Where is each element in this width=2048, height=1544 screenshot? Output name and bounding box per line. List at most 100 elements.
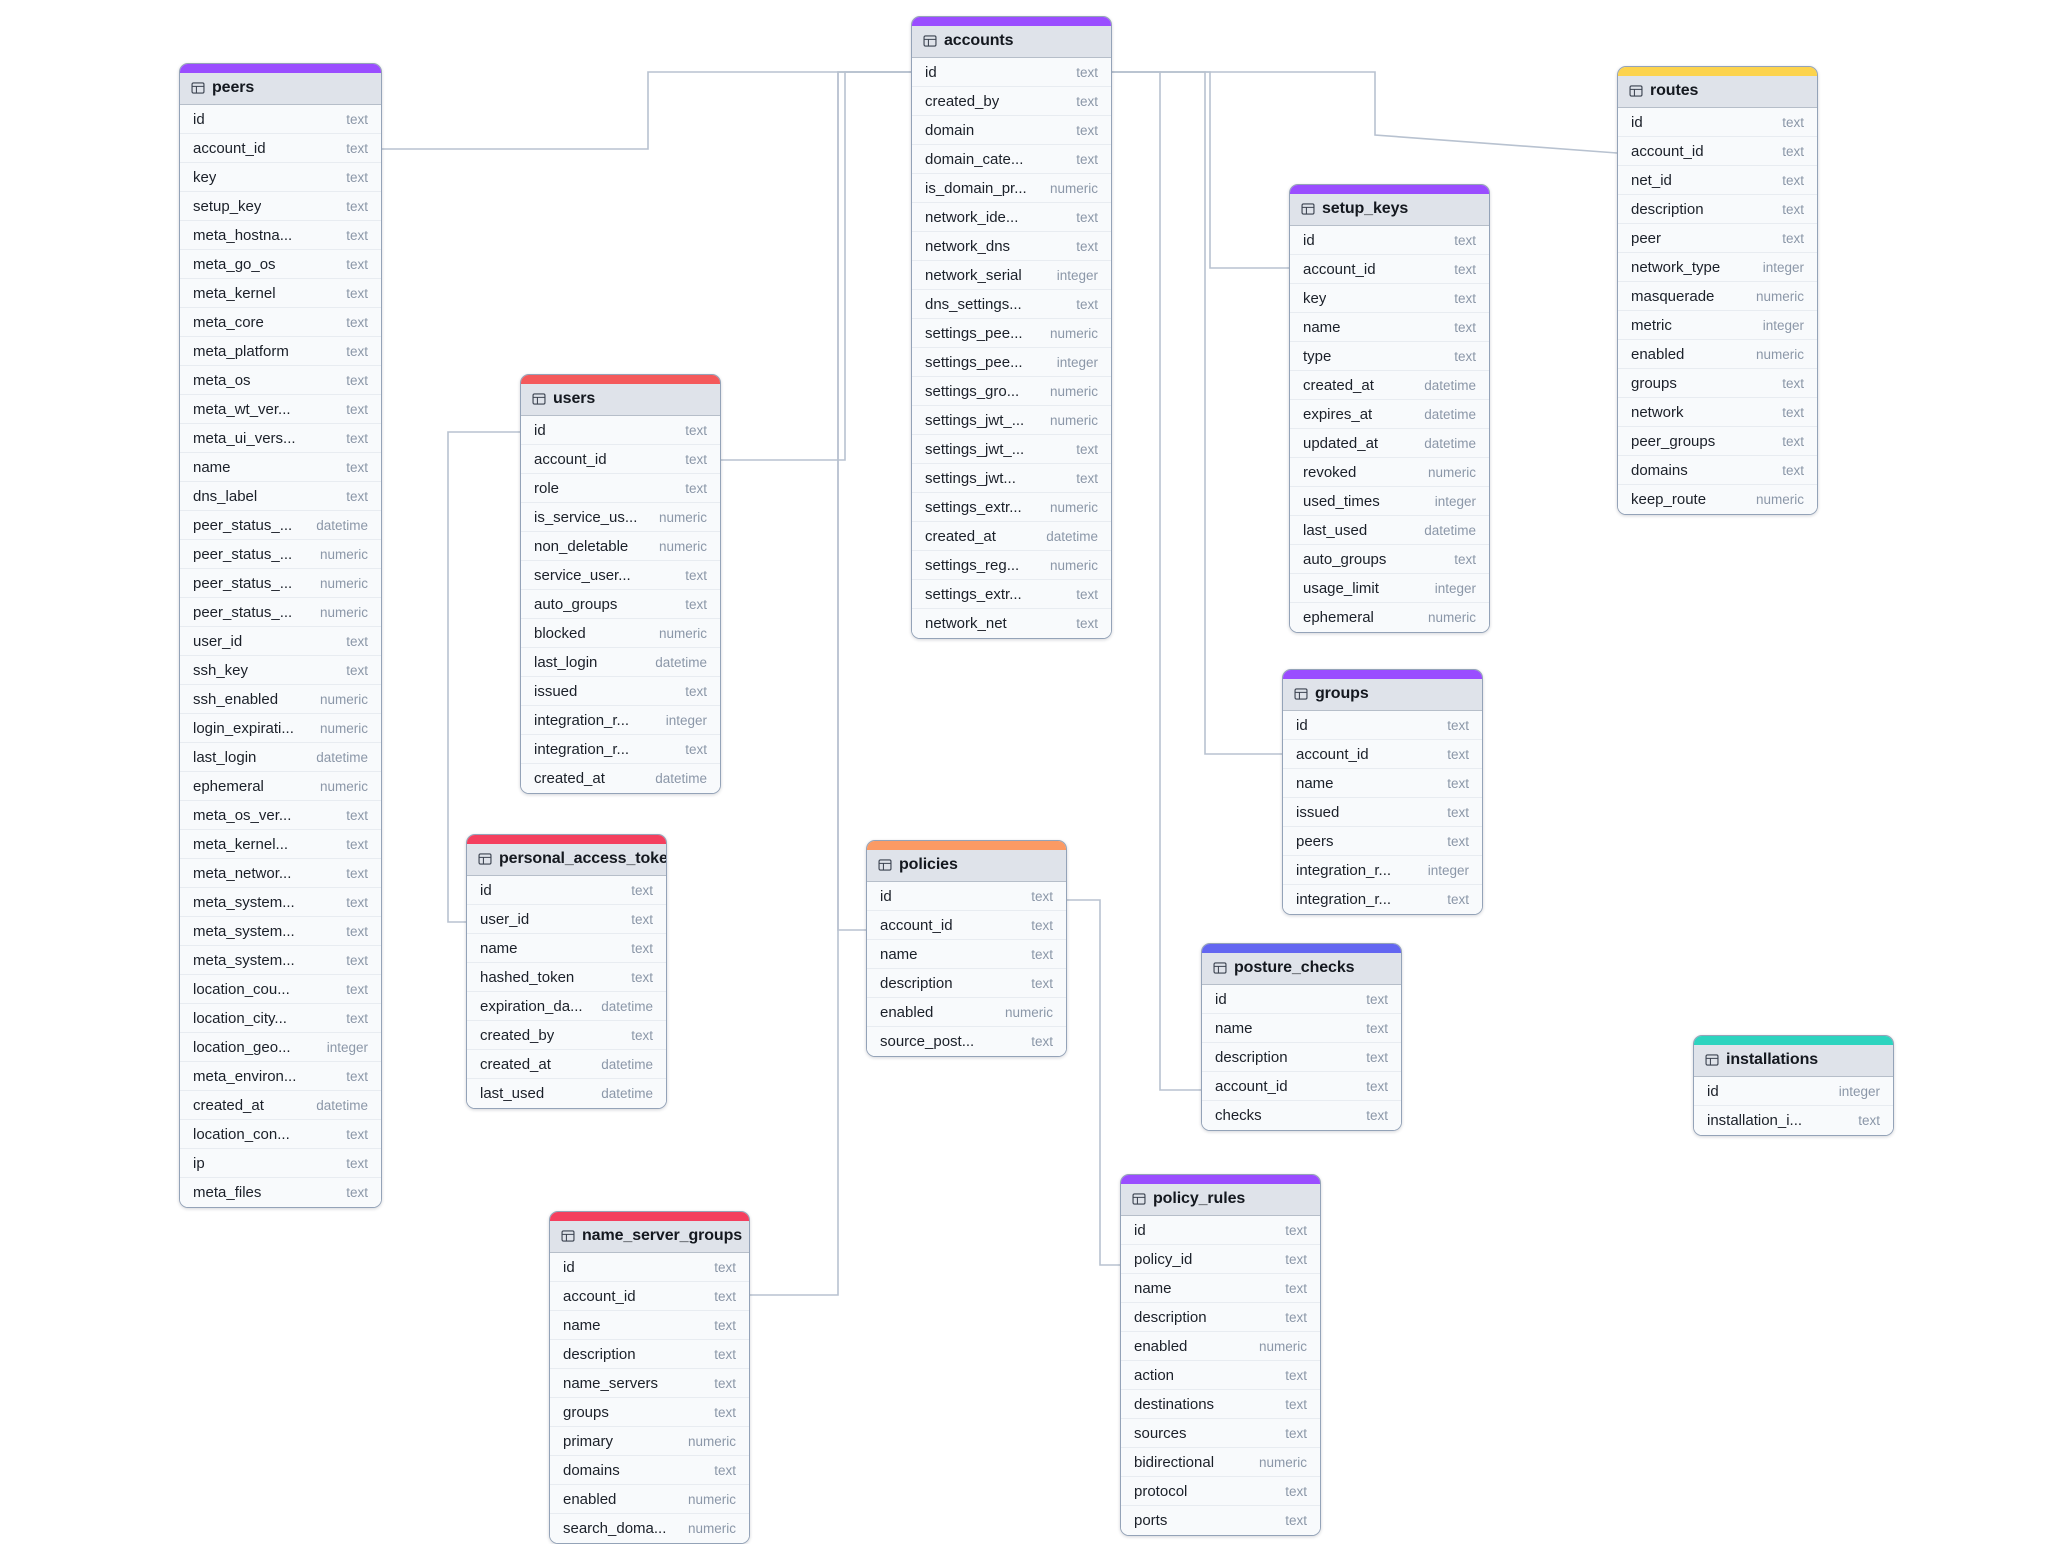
table-header[interactable]: groups [1283, 679, 1482, 711]
table-row[interactable]: settings_jwt_...numeric [912, 406, 1111, 435]
table-row[interactable]: installation_i...text [1694, 1106, 1893, 1135]
table-row[interactable]: peer_status_...numeric [180, 540, 381, 569]
table-header[interactable]: users [521, 384, 720, 416]
table-row[interactable]: settings_jwt_...text [912, 435, 1111, 464]
table-row[interactable]: service_user...text [521, 561, 720, 590]
table-header[interactable]: peers [180, 73, 381, 105]
table-row[interactable]: meta_environ...text [180, 1062, 381, 1091]
table-header[interactable]: policy_rules [1121, 1184, 1320, 1216]
table-header[interactable]: installations [1694, 1045, 1893, 1077]
table-row[interactable]: integration_r...text [521, 735, 720, 764]
table-row[interactable]: location_cou...text [180, 975, 381, 1004]
table-row[interactable]: search_doma...numeric [550, 1514, 749, 1543]
table-row[interactable]: integration_r...integer [521, 706, 720, 735]
table-row[interactable]: peer_status_...datetime [180, 511, 381, 540]
table-header[interactable]: posture_checks [1202, 953, 1401, 985]
table-row[interactable]: meta_hostna...text [180, 221, 381, 250]
table-row[interactable]: meta_ui_vers...text [180, 424, 381, 453]
table-row[interactable]: is_domain_pr...numeric [912, 174, 1111, 203]
table-header[interactable]: policies [867, 850, 1066, 882]
table-row[interactable]: location_geo...integer [180, 1033, 381, 1062]
table-row[interactable]: settings_reg...numeric [912, 551, 1111, 580]
table-header[interactable]: routes [1618, 76, 1817, 108]
table-row[interactable]: source_post...text [867, 1027, 1066, 1056]
table-row[interactable]: settings_pee...numeric [912, 319, 1111, 348]
table-row[interactable]: settings_extr...text [912, 580, 1111, 609]
table-header[interactable]: setup_keys [1290, 194, 1489, 226]
table-row[interactable]: meta_system...text [180, 917, 381, 946]
table-card-personal_access_tokens[interactable]: personal_access_tokensidtextuser_idtextn… [466, 834, 667, 1109]
table-header[interactable]: name_server_groups [550, 1221, 749, 1253]
table-row[interactable]: login_expirati...numeric [180, 714, 381, 743]
